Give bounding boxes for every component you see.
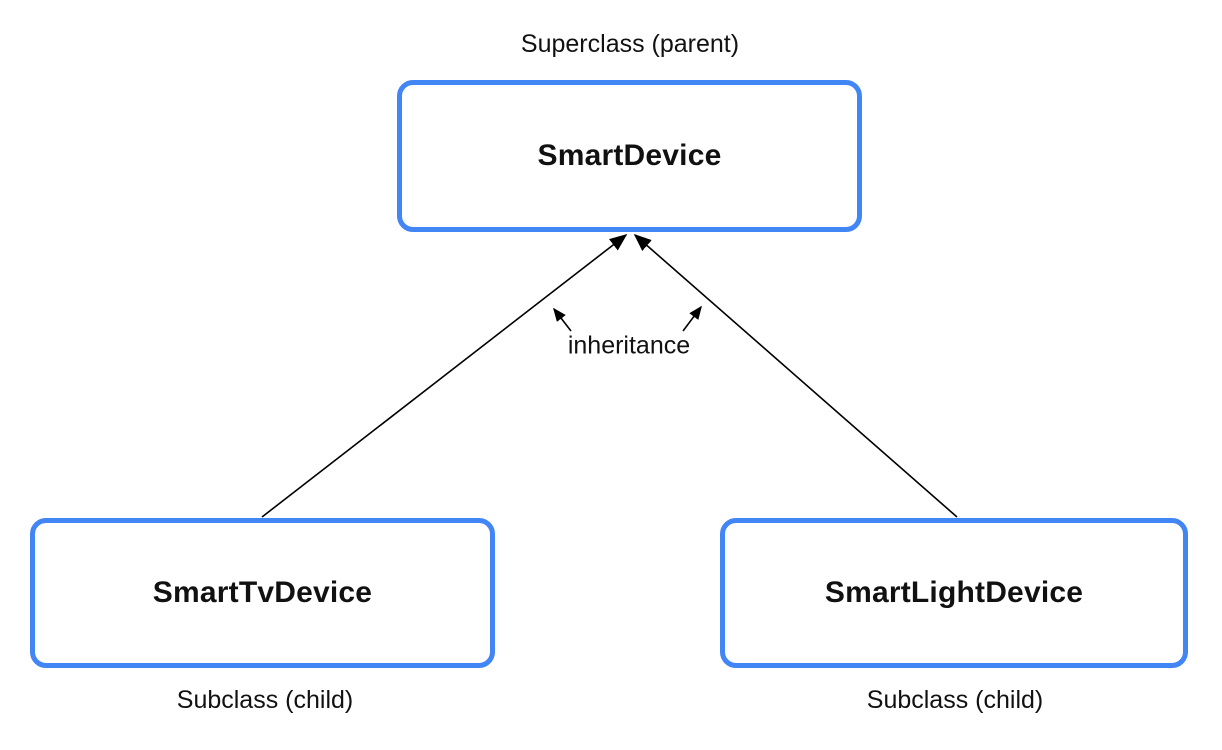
- subclass-right-name: SmartLightDevice: [824, 576, 1084, 609]
- inheritance-arrow-left: [261, 234, 628, 518]
- inheritance-label: inheritance: [567, 331, 691, 360]
- superclass-name: SmartDevice: [537, 139, 722, 172]
- superclass-caption: Superclass (parent): [520, 30, 740, 58]
- class-box-subclass-right: SmartLightDevice: [720, 518, 1188, 668]
- inheritance-pointer-left-icon: [553, 307, 572, 332]
- class-box-subclass-left: SmartTvDevice: [30, 518, 495, 668]
- inheritance-arrow-right: [633, 233, 958, 518]
- class-box-superclass: SmartDevice: [397, 80, 862, 232]
- subclass-left-name: SmartTvDevice: [152, 576, 373, 609]
- subclass-left-caption: Subclass (child): [176, 686, 354, 714]
- inheritance-pointer-right-icon: [682, 305, 702, 332]
- subclass-right-caption: Subclass (child): [866, 686, 1044, 714]
